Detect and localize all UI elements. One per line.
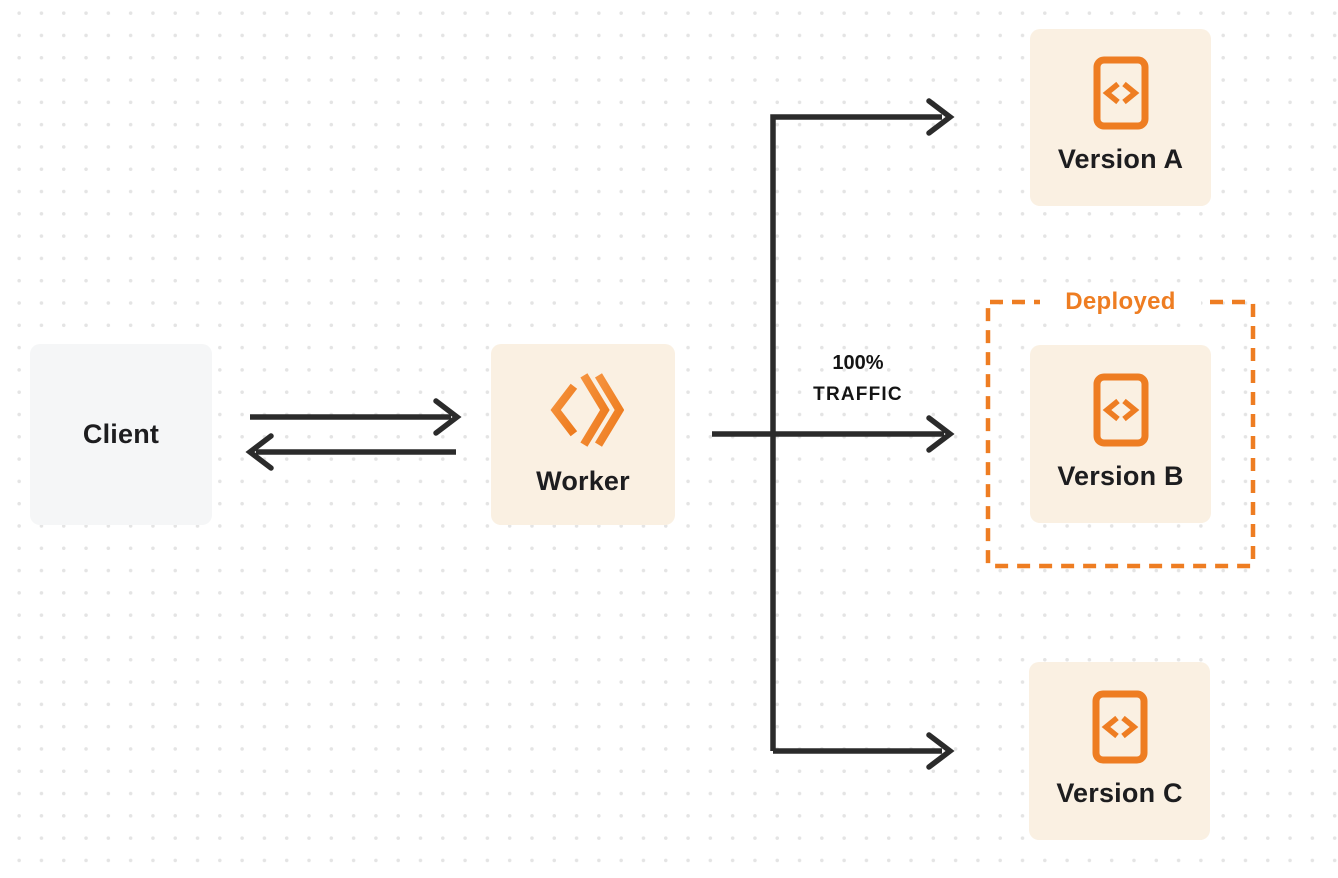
worker-to-version-b-arrow	[712, 415, 955, 453]
version-c-label: Version C	[1056, 777, 1183, 808]
branch-to-version-c-arrow	[773, 732, 955, 770]
code-file-icon	[1093, 373, 1149, 447]
deployed-group-label: Deployed	[1040, 286, 1201, 318]
node-version-b: Version B	[1030, 345, 1211, 523]
branch-to-version-a-arrow	[770, 98, 955, 751]
node-client: Client	[30, 344, 212, 525]
traffic-word: TRAFFIC	[813, 384, 903, 405]
client-label: Client	[82, 419, 160, 449]
worker-to-client-arrow	[245, 433, 456, 471]
code-file-icon	[1093, 56, 1149, 130]
worker-label: Worker	[536, 465, 630, 496]
version-a-label: Version A	[1057, 144, 1184, 174]
traffic-percent-value: 100%	[832, 352, 884, 374]
node-worker: Worker	[491, 344, 675, 525]
version-b-label: Version B	[1057, 460, 1184, 491]
traffic-percentage-label: 100% TRAFFIC	[798, 351, 918, 406]
node-version-a: Version A	[1030, 29, 1211, 206]
code-file-icon	[1092, 690, 1148, 764]
node-version-c: Version C	[1029, 662, 1210, 840]
client-to-worker-arrow	[250, 398, 462, 436]
workers-logo-icon	[542, 369, 624, 451]
